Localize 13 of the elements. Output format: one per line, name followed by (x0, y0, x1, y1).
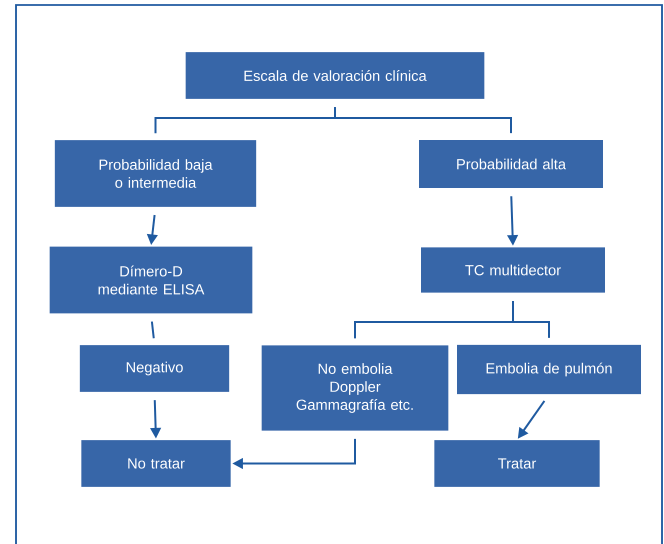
process-box: Escala de valoración clínica (186, 52, 484, 99)
process-box: Tratar (434, 440, 600, 487)
process-box: Negativo (80, 345, 230, 392)
process-box: Dímero-D mediante ELISA (50, 246, 252, 314)
process-box: TC multidector (421, 247, 605, 293)
process-box: Probabilidad baja o intermedia (54, 140, 256, 207)
process-box: Embolia de pulmón (457, 344, 641, 394)
connector (150, 321, 155, 338)
process-box: No tratar (81, 440, 231, 487)
connector (512, 300, 550, 338)
connector (334, 107, 512, 134)
process-box: Probabilidad alta (419, 140, 603, 188)
process-box: No embolia Doppler Gammagrafía etc. (262, 345, 448, 431)
